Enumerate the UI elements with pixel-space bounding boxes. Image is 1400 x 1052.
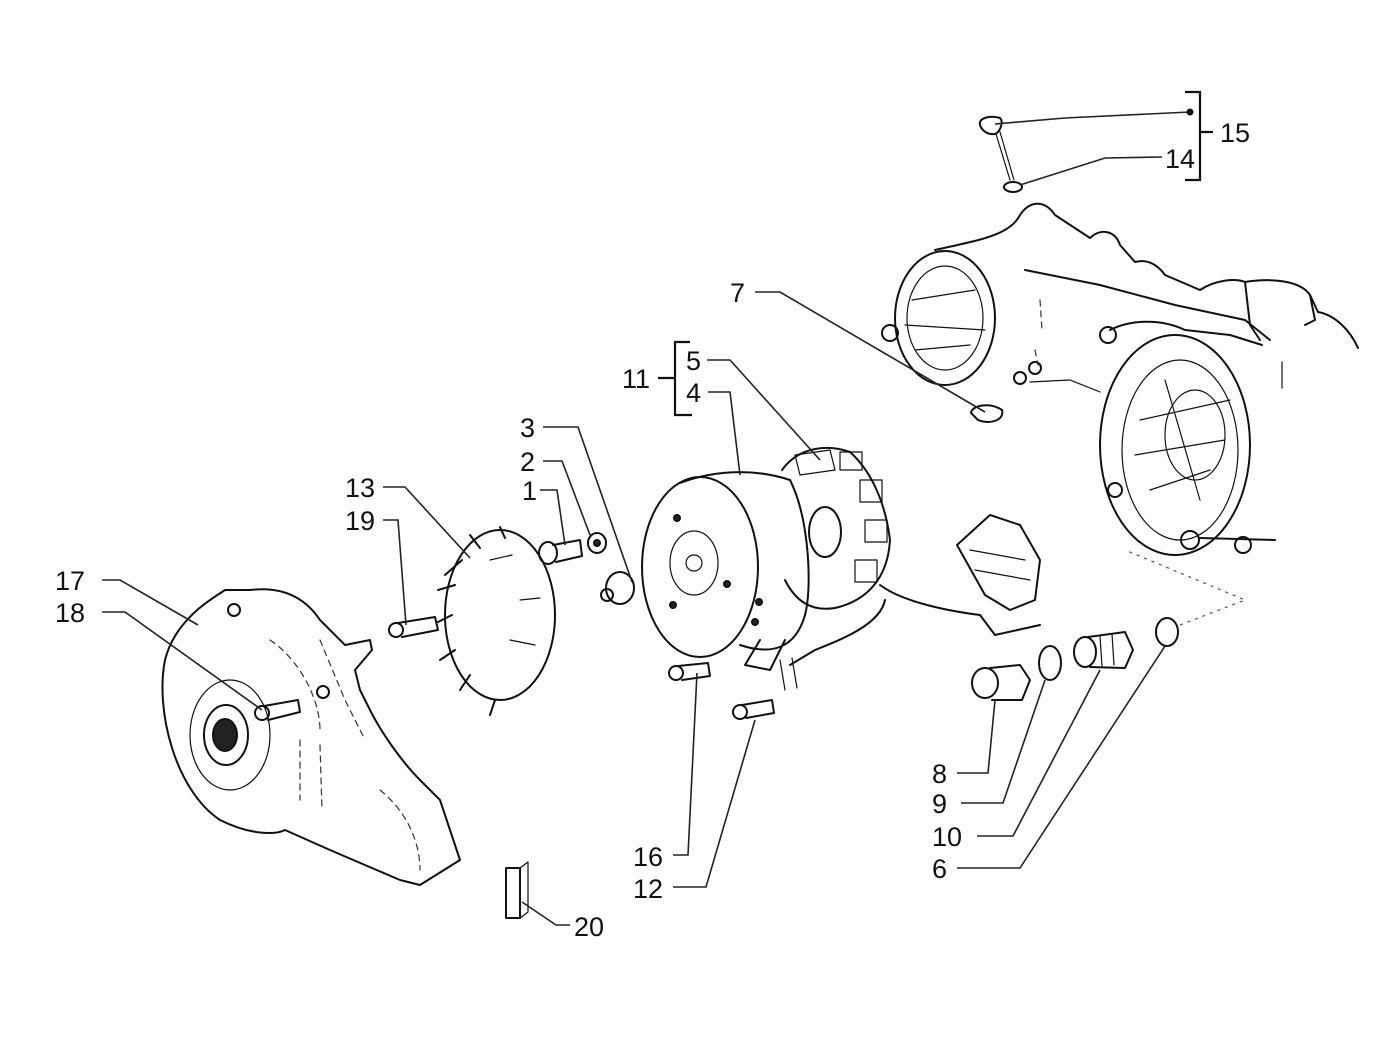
- callout-labels: 15 14 7 11 5 4 3 2 1 13 19 17 18 16 12 2…: [55, 118, 1250, 942]
- leader-line-20: [521, 901, 570, 926]
- leader-line-10: [977, 669, 1101, 837]
- callout-3[interactable]: 3: [520, 413, 535, 443]
- woodruff-key[interactable]: [970, 404, 1004, 423]
- dipstick[interactable]: [978, 115, 1015, 181]
- leader-line-5: [707, 359, 821, 461]
- leader-line-17: [102, 579, 199, 626]
- callout-6[interactable]: 6: [932, 854, 947, 884]
- screw[interactable]: [388, 616, 439, 638]
- screw[interactable]: [538, 539, 583, 565]
- leader-line-3: [543, 426, 633, 583]
- callout-13[interactable]: 13: [345, 473, 375, 503]
- cooling-fan[interactable]: [437, 526, 556, 716]
- leader-line-7: [755, 291, 986, 413]
- leader-line-13: [383, 486, 471, 559]
- assembly-axis-line: [1124, 549, 1247, 626]
- leader-line-9: [961, 679, 1046, 804]
- washer[interactable]: [587, 532, 607, 554]
- clip[interactable]: [505, 861, 529, 919]
- stator[interactable]: [744, 447, 1041, 691]
- leader-line-14: [1019, 156, 1163, 186]
- leader-line-19: [383, 519, 407, 626]
- callout-1[interactable]: 1: [522, 476, 537, 506]
- callout-14[interactable]: 14: [1165, 144, 1195, 174]
- callout-7[interactable]: 7: [730, 278, 745, 308]
- callout-5[interactable]: 5: [686, 346, 701, 376]
- group-bracket-15: [1185, 90, 1213, 182]
- plug[interactable]: [971, 664, 1031, 701]
- o-ring[interactable]: [1155, 617, 1179, 647]
- leader-line-6: [957, 645, 1166, 869]
- screw[interactable]: [254, 699, 301, 721]
- callout-12[interactable]: 12: [633, 874, 663, 904]
- callout-18[interactable]: 18: [55, 598, 85, 628]
- seal-ring[interactable]: [1038, 645, 1062, 681]
- callout-19[interactable]: 19: [345, 506, 375, 536]
- leader-line-16: [673, 672, 698, 856]
- callout-8[interactable]: 8: [932, 759, 947, 789]
- screw[interactable]: [668, 662, 711, 681]
- crankcase[interactable]: [881, 202, 1359, 556]
- callout-17[interactable]: 17: [55, 566, 85, 596]
- leader-line-1: [540, 489, 566, 546]
- callout-15[interactable]: 15: [1220, 118, 1250, 148]
- callout-20[interactable]: 20: [574, 912, 604, 942]
- group-bracket-11: [658, 340, 692, 417]
- callout-11[interactable]: 11: [622, 364, 650, 394]
- callout-4[interactable]: 4: [686, 378, 701, 408]
- leader-line-12: [673, 719, 756, 888]
- callout-2[interactable]: 2: [520, 447, 535, 477]
- leader-line-8: [957, 699, 996, 774]
- leader-line-4: [708, 391, 741, 476]
- fan-cover[interactable]: [161, 588, 461, 886]
- callout-10[interactable]: 10: [932, 822, 962, 852]
- callout-16[interactable]: 16: [633, 842, 663, 872]
- filter[interactable]: [1073, 631, 1134, 669]
- leader-lines: [102, 108, 1194, 926]
- leader-line-18: [102, 611, 263, 711]
- leader-line-15: [994, 111, 1191, 125]
- screw[interactable]: [732, 699, 775, 720]
- nut[interactable]: [600, 571, 635, 605]
- leader-line-2: [543, 460, 591, 536]
- callout-9[interactable]: 9: [932, 789, 947, 819]
- gasket[interactable]: [1003, 181, 1023, 193]
- flywheel-rotor[interactable]: [641, 471, 810, 658]
